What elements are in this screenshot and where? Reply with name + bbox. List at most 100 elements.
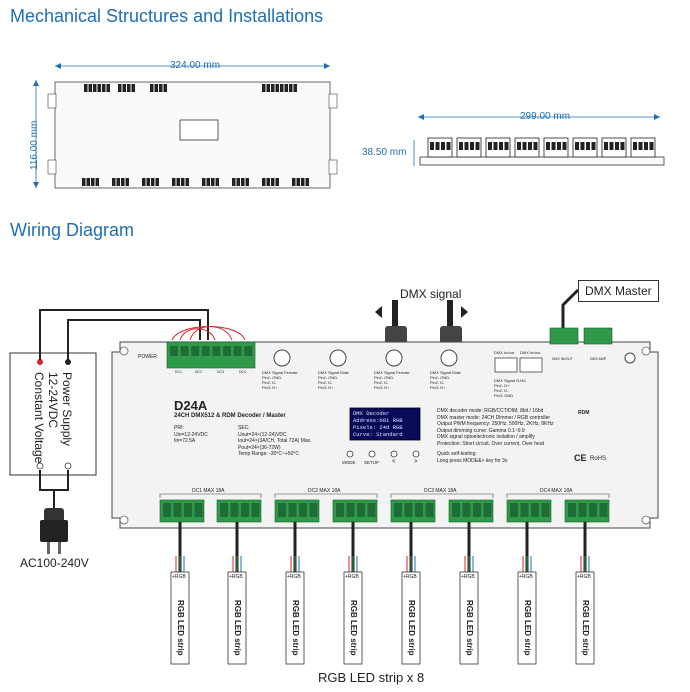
bottom-terminal-pin bbox=[202, 178, 206, 186]
xlr-type: DMX Signal Female bbox=[262, 370, 298, 375]
bottom-terminal-pin bbox=[91, 178, 95, 186]
bottom-terminal-pin bbox=[176, 178, 180, 186]
dmx-inout-terminal-label: DMX IN/OUT bbox=[552, 357, 573, 361]
rj45-info: DMX Signal RJ45 Pin1: D+ Pin2: D- Pin3: … bbox=[494, 378, 544, 398]
d24a-device bbox=[111, 327, 659, 529]
sec-line: SEC: bbox=[238, 425, 250, 431]
right-button[interactable]: > bbox=[414, 459, 418, 465]
bottom-terminal-pin bbox=[305, 178, 309, 186]
ac-input-label: AC100-240V bbox=[20, 556, 89, 570]
led-strip bbox=[401, 571, 421, 665]
setup-button[interactable]: SETUP bbox=[364, 460, 380, 465]
output-screw bbox=[452, 503, 460, 517]
power-screw bbox=[223, 346, 231, 356]
output-screw bbox=[425, 503, 434, 517]
output-screw bbox=[404, 503, 413, 517]
dc3-label: DC3 MAX 18A bbox=[424, 488, 457, 494]
feature-item: Quick self-testing: bbox=[437, 451, 477, 457]
lcd-line: Curve: Standard bbox=[353, 431, 403, 438]
feature-item: Output PWM frequency: 250Hz, 500Hz, 2KHz… bbox=[437, 421, 554, 427]
lcd-line: Address:001 RGB bbox=[353, 417, 403, 424]
bottom-terminal-pin bbox=[232, 178, 236, 186]
led-strip bbox=[343, 571, 363, 665]
top-terminal-pin bbox=[102, 84, 106, 92]
profile-terminal-pin bbox=[620, 142, 625, 150]
power-screw bbox=[233, 346, 242, 356]
rj45-pin: Pin1: D+ bbox=[494, 383, 510, 388]
bottom-terminal-pin bbox=[266, 178, 270, 186]
dimension-line-profile-width bbox=[418, 114, 660, 120]
dc-group-bracket bbox=[390, 493, 494, 498]
xlr-pin: Pin3: D+ bbox=[430, 385, 446, 390]
top-terminal-pin bbox=[159, 84, 163, 92]
strip-label: RGB LED strip bbox=[523, 600, 532, 656]
power-screw bbox=[180, 346, 189, 356]
pri-line: Uin=12-24VDC bbox=[174, 431, 208, 438]
power-label: POWER bbox=[138, 354, 157, 360]
profile-terminal-pin bbox=[609, 142, 614, 150]
top-terminal-pin bbox=[271, 84, 275, 92]
xlr-pin: Pin1: GND bbox=[430, 375, 450, 380]
output-screw bbox=[173, 503, 182, 517]
power-screw bbox=[170, 346, 178, 356]
power-screw bbox=[212, 346, 221, 356]
dimension-line-width bbox=[55, 63, 330, 69]
strip-label: RGB LED strip bbox=[465, 600, 474, 656]
profile-view-device bbox=[419, 137, 665, 166]
output-screw bbox=[531, 503, 539, 517]
feature-item: DMX master mode: 24CH Dimmer / RGB contr… bbox=[437, 414, 551, 421]
top-view-device bbox=[47, 81, 338, 189]
bottom-terminal-pin bbox=[271, 178, 275, 186]
dc1-label: DC1 MAX 18A bbox=[192, 488, 225, 494]
bottom-terminal-pin bbox=[112, 178, 116, 186]
bottom-terminal-pin bbox=[116, 178, 120, 186]
power-terminal-dc3: DC3 bbox=[217, 370, 225, 374]
profile-terminal-pin bbox=[615, 142, 619, 150]
power-wires bbox=[39, 309, 246, 510]
mode-button[interactable]: MODE bbox=[342, 460, 356, 465]
bottom-terminal-pin bbox=[275, 178, 279, 186]
output-screw bbox=[473, 503, 481, 517]
dc-group-bracket bbox=[159, 493, 262, 498]
led-strips bbox=[170, 571, 595, 665]
xlr-label-3: DMX Signal Female Pin1: GND Pin2: D- Pin… bbox=[374, 370, 414, 390]
strip-pin-label: +RGB bbox=[172, 574, 186, 580]
strip-count-label: RGB LED strip x 8 bbox=[318, 670, 425, 685]
rdm-logo: RDM bbox=[578, 410, 590, 416]
sec-line: Uout=24×(12-24)VDC bbox=[238, 431, 287, 438]
wiring-section-title: Wiring Diagram bbox=[10, 220, 135, 240]
sec-line: Pout=24×(36-72W) bbox=[238, 444, 281, 451]
output-screw bbox=[336, 503, 344, 517]
dmx-signal-label: DMX signal bbox=[400, 287, 462, 301]
profile-terminal-pin bbox=[533, 142, 538, 150]
xlr-pin: Pin2: D- bbox=[318, 380, 333, 385]
bottom-terminal-pin bbox=[215, 178, 219, 186]
left-button[interactable]: < bbox=[392, 459, 396, 465]
pri-line: PRI: bbox=[174, 425, 184, 431]
profile-terminal-pin bbox=[470, 142, 474, 150]
bottom-terminal-pin bbox=[211, 178, 215, 186]
rj45-pin: Pin2: D- bbox=[494, 388, 509, 393]
mechanical-section-title: Mechanical Structures and Installations bbox=[10, 6, 324, 26]
output-screw bbox=[541, 503, 550, 517]
led-strip bbox=[227, 571, 247, 665]
strip-pin-label: +RGB bbox=[229, 574, 243, 580]
profile-terminal-pin bbox=[464, 142, 469, 150]
strip-label: RGB LED strip bbox=[291, 600, 300, 656]
dc2-label: DC2 MAX 18A bbox=[308, 488, 341, 494]
profile-terminal-pin bbox=[475, 142, 480, 150]
dc-group-bracket bbox=[274, 493, 378, 498]
bottom-terminal-pin bbox=[125, 178, 129, 186]
ac-plug-icon bbox=[40, 508, 68, 554]
bottom-terminal-pin bbox=[155, 178, 159, 186]
sec-line: Temp Range: -30°C~+50°C bbox=[238, 451, 299, 457]
top-terminal-pin bbox=[284, 84, 288, 92]
top-terminal-pin bbox=[131, 84, 135, 92]
lcd-line: Pixels: 24d RGB bbox=[353, 424, 403, 431]
output-screw bbox=[251, 503, 260, 517]
output-screw bbox=[394, 503, 402, 517]
profile-terminal-pin bbox=[649, 142, 654, 150]
output-screw bbox=[578, 503, 587, 517]
power-supply-line3: Constant Voltage bbox=[32, 372, 46, 464]
strip-label: RGB LED strip bbox=[581, 600, 590, 656]
